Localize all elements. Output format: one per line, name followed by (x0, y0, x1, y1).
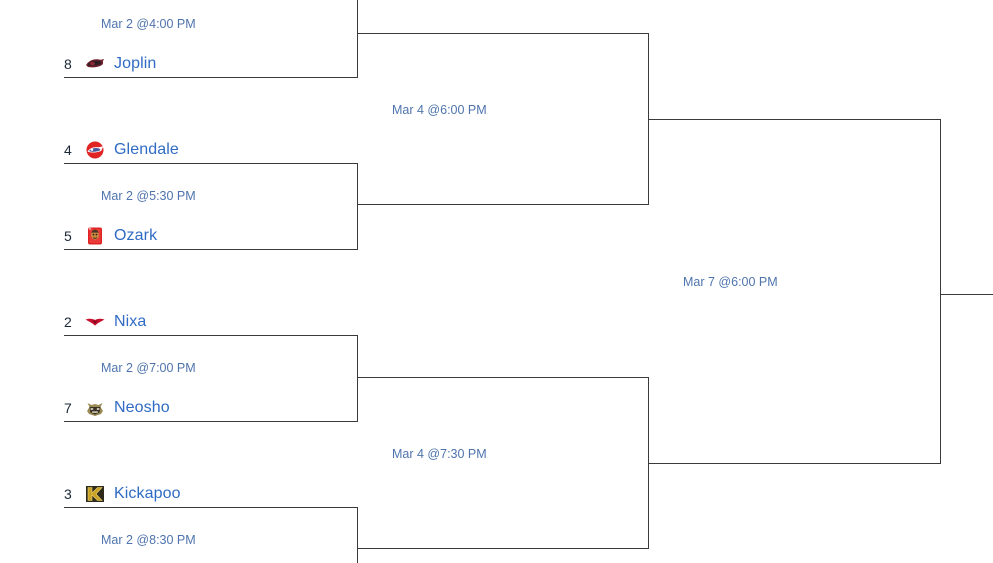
bracket-line-r3g1-top (648, 119, 941, 120)
joplin-eagles-logo (84, 54, 106, 74)
bracket-line-r1g3-top (64, 335, 358, 336)
nixa-eagles-logo (84, 312, 106, 332)
team-row-kickapoo[interactable]: 3 Kickapoo (64, 481, 181, 507)
team-row-neosho[interactable]: 7 Neosho (64, 395, 170, 421)
team-row-glendale[interactable]: 4 Glendale (64, 137, 179, 163)
team-seed-nixa: 2 (64, 314, 72, 330)
team-name-nixa[interactable]: Nixa (114, 313, 147, 330)
bracket-line-r3g1-bottom (648, 463, 941, 464)
bracket-line-r1g1-bottom (64, 77, 358, 78)
bracket-line-r1g2-top (64, 163, 358, 164)
neosho-wildcats-logo (84, 398, 106, 418)
bracket-line-r1g2-right (357, 163, 358, 250)
bracket-line-r3g1-right (940, 119, 941, 464)
glendale-falcons-logo (84, 140, 106, 160)
team-seed-ozark: 5 (64, 228, 72, 244)
bracket-line-r2g1-bottom (357, 204, 649, 205)
game-time-r1g4: Mar 2 @8:30 PM (101, 533, 196, 547)
bracket-line-r1g4-right (357, 507, 358, 563)
team-seed-glendale: 4 (64, 142, 72, 158)
team-seed-joplin: 8 (64, 56, 72, 72)
team-row-ozark[interactable]: 5 Ozark (64, 223, 157, 249)
game-time-r1g3: Mar 2 @7:00 PM (101, 361, 196, 375)
game-time-r3g1: Mar 7 @6:00 PM (683, 275, 778, 289)
team-row-nixa[interactable]: 2 Nixa (64, 309, 146, 335)
ozark-tigers-logo (84, 226, 106, 246)
game-time-r1g2: Mar 2 @5:30 PM (101, 189, 196, 203)
bracket-line-r2g2-top (357, 377, 649, 378)
team-name-kickapoo[interactable]: Kickapoo (114, 485, 181, 502)
team-seed-kickapoo: 3 (64, 486, 72, 502)
team-name-joplin[interactable]: Joplin (114, 55, 157, 72)
bracket-line-r1g1-right (357, 0, 358, 78)
game-time-r2g1: Mar 4 @6:00 PM (392, 103, 487, 117)
team-name-glendale[interactable]: Glendale (114, 141, 179, 158)
team-name-neosho[interactable]: Neosho (114, 399, 170, 416)
game-time-r2g2: Mar 4 @7:30 PM (392, 447, 487, 461)
bracket-line-r3g1-advance (940, 294, 993, 295)
team-seed-neosho: 7 (64, 400, 72, 416)
team-name-ozark[interactable]: Ozark (114, 227, 158, 244)
game-time-r1g1: Mar 2 @4:00 PM (101, 17, 196, 31)
bracket-line-r2g2-bottom (357, 548, 649, 549)
bracket-line-r1g3-bottom (64, 421, 358, 422)
bracket-line-r2g1-top (357, 33, 649, 34)
bracket-line-r1g3-right (357, 335, 358, 422)
bracket-line-r1g4-top (64, 507, 358, 508)
kickapoo-chiefs-logo (84, 484, 106, 504)
team-row-joplin[interactable]: 8 Joplin (64, 51, 156, 77)
bracket-line-r1g2-bottom (64, 249, 358, 250)
